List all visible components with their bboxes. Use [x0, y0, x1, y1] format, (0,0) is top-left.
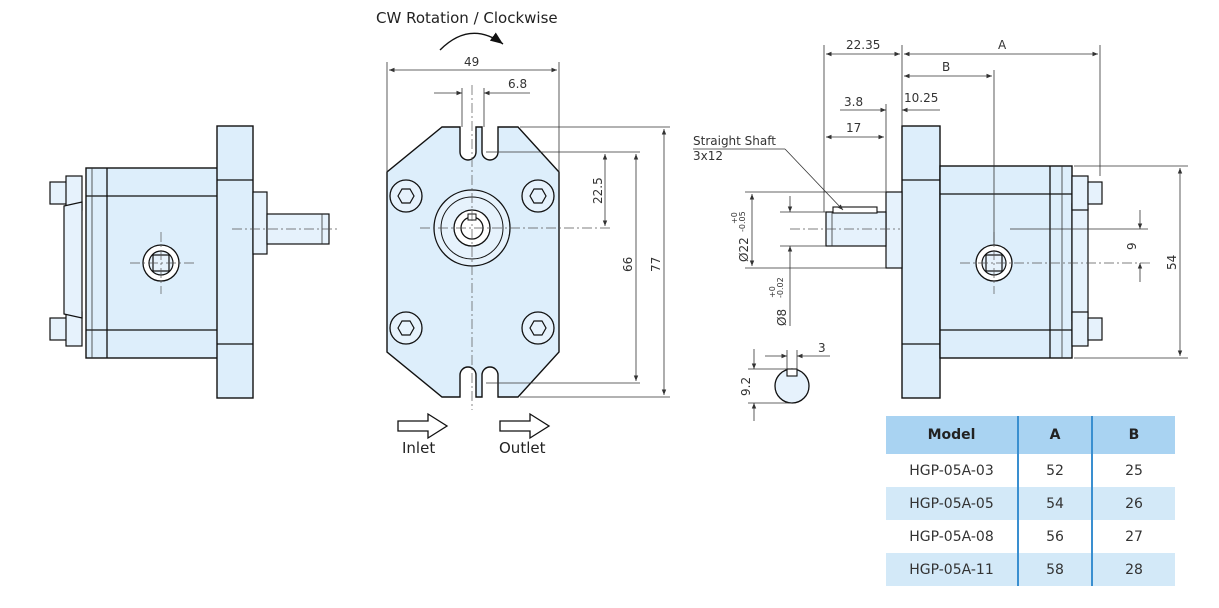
dim-key-3: 3 [818, 341, 826, 355]
right-side-view: 22.35 A B 3.8 10.25 17 Straight Shaft 3x… [693, 38, 1188, 399]
cell-a: 56 [1017, 520, 1092, 553]
cell-model: HGP-05A-11 [886, 553, 1018, 586]
dim-B: B [942, 60, 950, 74]
cell-b: 26 [1091, 487, 1175, 520]
table-header-row: Model A B [886, 416, 1175, 454]
dim-66: 66 [621, 257, 635, 272]
cell-a: 54 [1017, 487, 1092, 520]
dim-key-9-2: 9.2 [739, 377, 753, 396]
cell-b: 27 [1091, 520, 1175, 553]
cell-a: 52 [1017, 454, 1092, 487]
table-row: HGP-05A-08 56 27 [886, 520, 1175, 553]
cell-b: 28 [1091, 553, 1175, 586]
bolt-bottom-left [389, 311, 423, 345]
table-row: HGP-05A-03 52 25 [886, 454, 1175, 487]
dim-10-25: 10.25 [904, 91, 938, 105]
dim-dia22-tol-plus: +0 [730, 212, 739, 224]
bolt-top-right [521, 179, 555, 213]
shaft-note-title: Straight Shaft [693, 134, 776, 148]
dim-77: 77 [649, 257, 663, 272]
dim-dia8-tol-minus: -0.02 [776, 277, 785, 298]
bolt-top-left [389, 179, 423, 213]
shaft-note-size: 3x12 [693, 149, 723, 163]
column-header-a: A [1017, 416, 1092, 454]
column-header-b: B [1091, 416, 1175, 454]
outlet-label: Outlet [499, 439, 546, 457]
column-header-model: Model [886, 416, 1018, 454]
dim-49: 49 [464, 55, 479, 69]
inlet-label: Inlet [402, 439, 435, 457]
dim-54: 54 [1165, 255, 1179, 270]
rotation-arrow-icon [439, 32, 504, 51]
cell-model: HGP-05A-03 [909, 462, 994, 479]
dim-17: 17 [846, 121, 861, 135]
front-view: CW Rotation / Clockwise [376, 9, 670, 457]
table-row: HGP-05A-11 58 28 [886, 553, 1175, 586]
cell-a: 58 [1017, 553, 1092, 586]
rotation-label: CW Rotation / Clockwise [376, 9, 558, 27]
dim-6-8: 6.8 [508, 77, 527, 91]
key-detail: 3 9.2 [739, 341, 830, 421]
dim-dia22: Ø22 [737, 237, 751, 262]
dim-9: 9 [1125, 242, 1139, 250]
dim-3-8: 3.8 [844, 95, 863, 109]
outlet-arrow-icon [499, 412, 551, 440]
inlet-arrow-icon [397, 412, 449, 440]
dim-dia8: Ø8 [775, 309, 789, 326]
dim-22-35: 22.35 [846, 38, 880, 52]
dim-dia8-tol-plus: +0 [768, 286, 777, 298]
dim-A: A [998, 38, 1007, 52]
cell-b: 25 [1091, 454, 1175, 487]
table-row: HGP-05A-05 54 26 [886, 487, 1175, 520]
left-side-view [49, 125, 340, 399]
cell-model: HGP-05A-08 [909, 528, 994, 545]
dim-dia22-tol-minus: -0.05 [738, 211, 747, 232]
model-spec-table: Model A B HGP-05A-03 52 25 HGP-05A-05 54… [886, 416, 1175, 586]
bolt-bottom-right [521, 311, 555, 345]
cell-model: HGP-05A-05 [886, 487, 1018, 520]
dim-22-5: 22.5 [591, 177, 605, 204]
